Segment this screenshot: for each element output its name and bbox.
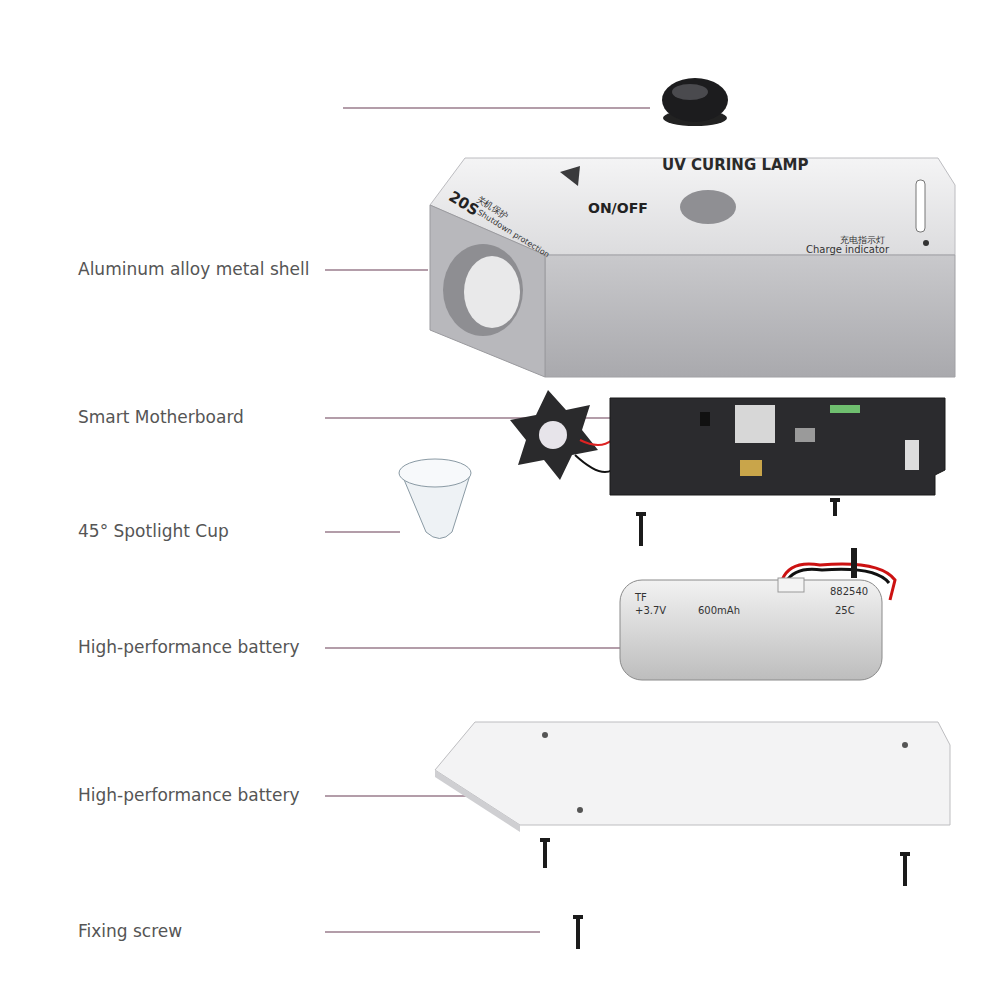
indicator-label: 充电指示灯 (840, 235, 885, 245)
screw-head (540, 838, 550, 842)
led-wire (575, 455, 612, 472)
screws (540, 498, 910, 949)
shell-side-face (430, 205, 545, 377)
inductor (735, 405, 775, 443)
chip (795, 428, 815, 442)
lens-opening (443, 244, 523, 336)
part-name: High-performance battery (78, 786, 300, 806)
bottom-plate (435, 722, 950, 825)
battery-marking: +3.7V (635, 605, 666, 617)
connector (905, 440, 919, 470)
leader-line (343, 107, 650, 108)
screw-hole (902, 742, 908, 748)
power-button-hole (680, 190, 736, 224)
bottom-plate-edge (435, 770, 520, 832)
part-name: Aluminum alloy metal shell (78, 260, 309, 280)
battery-marking: 882540 (830, 586, 868, 598)
screw-hole (542, 732, 548, 738)
battery-marking: 25C (835, 605, 855, 617)
shell-front-face (545, 255, 955, 377)
battery (620, 580, 882, 680)
screw-shaft (576, 919, 580, 949)
screw-hole (577, 807, 583, 813)
screw-shaft (851, 548, 857, 578)
screw-head (900, 852, 910, 856)
button-label: ON/OFF (588, 200, 648, 216)
part-name: 45° Spotlight Cup (78, 522, 229, 542)
led-window (560, 166, 580, 186)
led-emitter (539, 421, 567, 449)
screw-head (830, 498, 840, 502)
screw-shaft (903, 856, 907, 886)
screw-head (636, 512, 646, 516)
battery-marking: TF (635, 592, 647, 604)
screw-shaft (543, 842, 547, 868)
leader-line (325, 647, 620, 648)
screw-shaft (639, 516, 643, 546)
part-name: Fixing screw (78, 922, 182, 942)
leader-line (325, 531, 400, 532)
charge-led (923, 240, 929, 246)
indicator-label: Charge indicator (806, 244, 889, 256)
spotlight-cup-rim (399, 459, 471, 487)
leader-line (325, 269, 428, 270)
leader-line (325, 931, 540, 932)
switch (700, 412, 710, 426)
product-title: UV CURING LAMP (662, 157, 809, 174)
part-name: High-performance battery (78, 638, 300, 658)
lens-opening-inner (464, 256, 520, 328)
usb-port (916, 180, 925, 232)
led-star-board (510, 390, 598, 480)
part-name: Smart Motherboard (78, 408, 244, 428)
battery-plug (778, 578, 804, 592)
button-cap (662, 78, 728, 122)
button-highlight (672, 84, 708, 100)
motherboard (610, 398, 945, 495)
led-array (830, 405, 860, 413)
battery-marking: 600mAh (698, 605, 740, 617)
led-wire (580, 440, 612, 445)
screw-head (573, 915, 583, 919)
screw-shaft (833, 502, 837, 516)
capacitor (740, 460, 762, 476)
